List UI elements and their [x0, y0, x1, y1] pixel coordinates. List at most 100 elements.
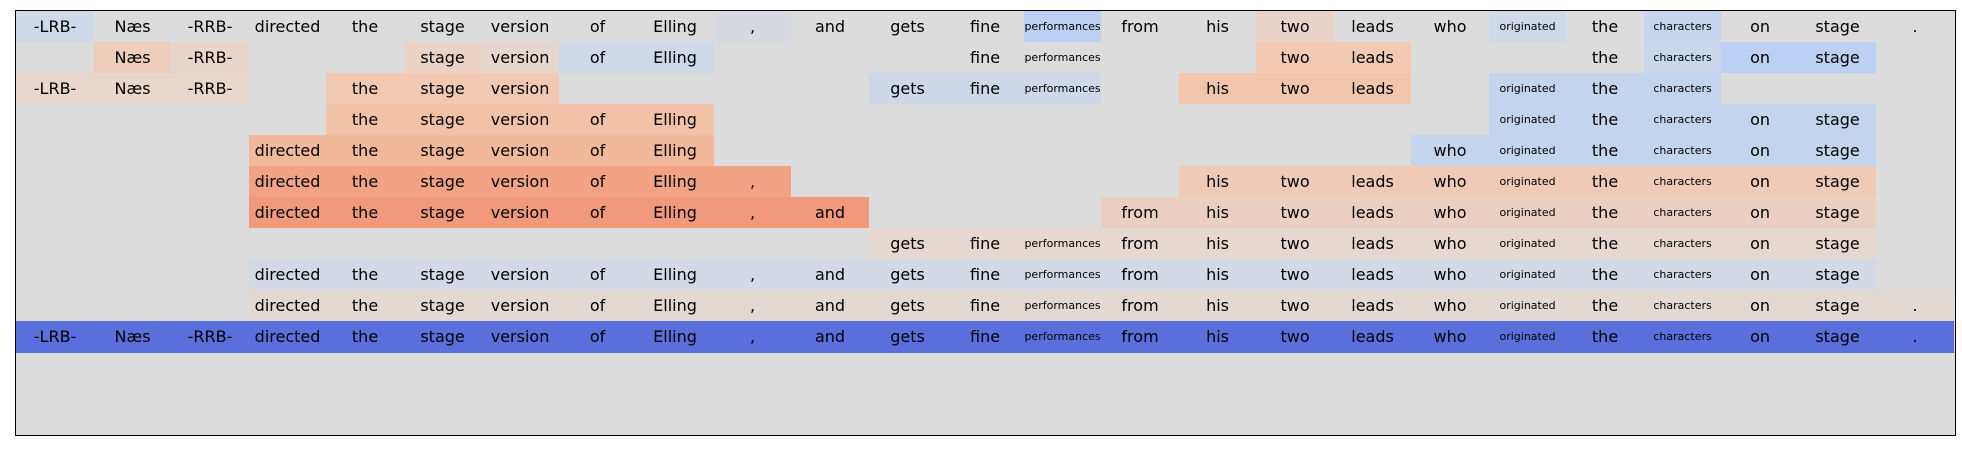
heatmap-cell: characters [1643, 11, 1722, 43]
heatmap-cell: gets [868, 259, 947, 291]
token-label: version [490, 203, 550, 223]
token-label: leads [1351, 234, 1394, 254]
heatmap-cell: performances [1023, 228, 1102, 260]
token-label: on [1750, 296, 1771, 316]
heatmap-cell: leads [1333, 166, 1412, 198]
token-label: -RRB- [187, 327, 233, 347]
token-label: and [814, 265, 846, 285]
heatmap-cell: the [326, 259, 405, 291]
token-label: , [750, 172, 756, 192]
token-label: fine [970, 265, 1001, 285]
heatmap-cell: and [791, 259, 870, 291]
token-label: of [589, 296, 606, 316]
token-label: originated [1499, 268, 1556, 282]
heatmap-cell: gets [868, 228, 947, 260]
heatmap-cell: who [1411, 259, 1490, 291]
heatmap-cell [248, 228, 327, 260]
token-label: of [589, 265, 606, 285]
heatmap-cell: performances [1023, 73, 1102, 105]
heatmap-cell [868, 197, 947, 229]
token-label: Elling [653, 265, 697, 285]
heatmap-cell [1411, 42, 1490, 74]
token-label: his [1206, 265, 1229, 285]
token-label: gets [890, 265, 925, 285]
token-label: stage [1815, 234, 1860, 254]
token-label: version [490, 110, 550, 130]
heatmap-cell: Elling [636, 259, 715, 291]
heatmap-cell: performances [1023, 11, 1102, 43]
token-label: fine [970, 48, 1001, 68]
token-label: originated [1499, 82, 1556, 96]
heatmap-cell: , [713, 259, 792, 291]
heatmap-cell: the [326, 104, 405, 136]
heatmap-cell: Elling [636, 104, 715, 136]
token-label: stage [1815, 141, 1860, 161]
heatmap-cell [16, 135, 95, 167]
heatmap-cell [326, 42, 405, 74]
token-label: -RRB- [187, 79, 233, 99]
token-label: version [490, 48, 550, 68]
token-label: directed [254, 296, 321, 316]
heatmap-cell [1876, 104, 1955, 136]
heatmap-cell: leads [1333, 42, 1412, 74]
heatmap-cell [171, 166, 250, 198]
token-label: characters [1653, 268, 1712, 282]
token-label: and [814, 203, 846, 223]
heatmap-cell [1876, 42, 1955, 74]
heatmap-cell [791, 104, 870, 136]
heatmap-cell [713, 73, 792, 105]
token-label: the [351, 296, 379, 316]
heatmap-cell: the [326, 73, 405, 105]
heatmap-cell: the [326, 135, 405, 167]
heatmap-cell: Elling [636, 290, 715, 322]
token-label: , [750, 265, 756, 285]
heatmap-cell: originated [1488, 259, 1567, 291]
token-label: originated [1499, 144, 1556, 158]
token-label: two [1280, 79, 1310, 99]
heatmap-cell: his [1178, 228, 1257, 260]
heatmap-cell [868, 166, 947, 198]
heatmap-cell: the [1566, 228, 1645, 260]
token-label: who [1433, 234, 1467, 254]
token-label: stage [420, 48, 465, 68]
heatmap-cell: two [1256, 73, 1335, 105]
heatmap-cell [93, 290, 172, 322]
token-label: performances [1024, 268, 1101, 282]
heatmap-cell: . [1876, 11, 1955, 43]
heatmap-cell: the [1566, 197, 1645, 229]
token-label: his [1206, 203, 1229, 223]
token-label: on [1750, 141, 1771, 161]
heatmap-cell [1178, 104, 1257, 136]
token-label: performances [1024, 51, 1101, 65]
token-label: the [351, 141, 379, 161]
token-label: on [1750, 48, 1771, 68]
heatmap-cell [1876, 135, 1955, 167]
heatmap-cell [946, 104, 1025, 136]
heatmap-cell: leads [1333, 259, 1412, 291]
token-label: from [1121, 203, 1159, 223]
heatmap-cell: -RRB- [171, 73, 250, 105]
heatmap-cell [791, 73, 870, 105]
token-label: his [1206, 172, 1229, 192]
heatmap-cell [16, 42, 95, 74]
heatmap-cell [1876, 166, 1955, 198]
token-label: Elling [653, 296, 697, 316]
heatmap-cell [93, 166, 172, 198]
heatmap-cell: Næs [93, 42, 172, 74]
token-label: stage [420, 17, 465, 37]
token-label: originated [1499, 330, 1556, 344]
heatmap-cell: directed [248, 197, 327, 229]
token-label: Elling [653, 327, 697, 347]
heatmap-cell: version [481, 259, 560, 291]
token-label: of [589, 327, 606, 347]
heatmap-cell: on [1721, 290, 1800, 322]
token-label: who [1433, 141, 1467, 161]
heatmap-cell: stage [1798, 321, 1877, 353]
heatmap-cell: from [1101, 259, 1180, 291]
heatmap-cell: his [1178, 11, 1257, 43]
heatmap-cell: on [1721, 166, 1800, 198]
heatmap-cell: the [1566, 321, 1645, 353]
token-label: on [1750, 17, 1771, 37]
heatmap-cell: characters [1643, 166, 1722, 198]
heatmap-cell [946, 197, 1025, 229]
